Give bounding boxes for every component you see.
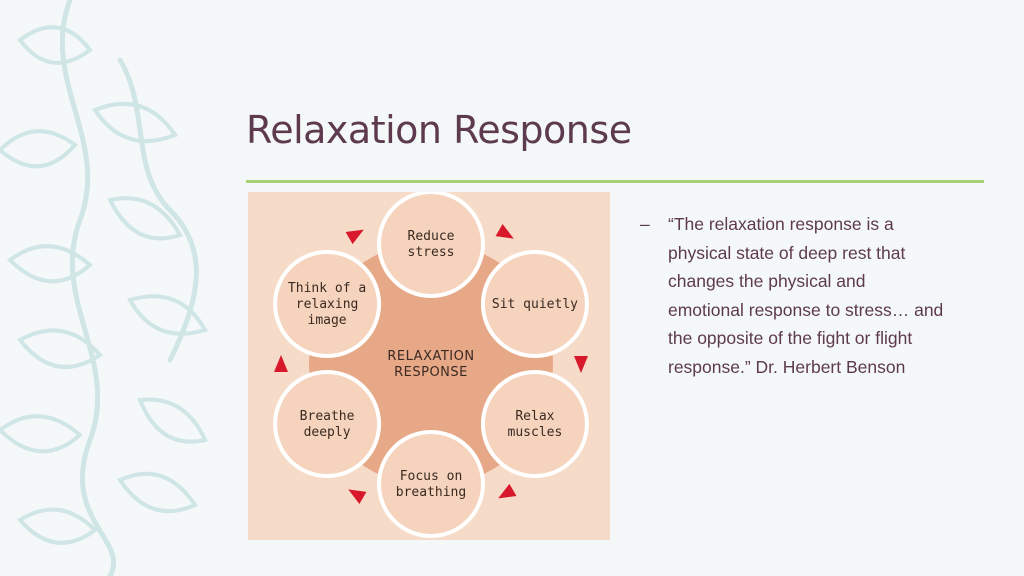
node-think-of-a-relaxing-image-label: image [308,313,347,328]
node-breathe-deeply-label: Breathe [300,409,355,424]
node-reduce-stress-label: Reduce [408,229,455,244]
node-reduce-stress-label: stress [408,245,455,260]
node-focus-on-breathing-label: Focus on [400,469,463,484]
node-relax-muscles-label: muscles [508,425,563,440]
node-sit-quietly-circle [480,250,589,358]
center-label-line-1: RELAXATION [387,349,474,364]
node-relax-muscles-circle [480,370,589,478]
cycle-arrows [274,224,588,504]
node-breathe-deeply-label: deeply [304,425,351,440]
node-relax-muscles-label: Relax [515,409,554,424]
cycle-arrow-icon [345,229,364,245]
node-focus-on-breathing-label: breathing [396,485,466,500]
center-label-line-2: RESPONSE [394,365,468,380]
node-focus-on-breathing-circle [377,430,485,538]
node-sit-quietly-label: Sit quietly [492,297,578,312]
quote-bullet: – [640,214,650,234]
slide-title: Relaxation Response [246,108,632,152]
node-think-of-a-relaxing-image-label: Think of a [288,281,366,296]
leaf-vine-decoration [0,0,208,576]
cycle-arrow-icon [495,224,514,239]
node-reduce-stress-circle [377,192,485,298]
node-think-of-a-relaxing-image-circle [273,250,382,358]
node-sit-quietly: Sit quietly [480,250,589,358]
cycle-arrow-icon [574,356,588,373]
benson-quote: “The relaxation response is a physical s… [668,214,944,377]
title-divider [246,180,984,183]
cycle-arrow-icon [498,483,517,499]
node-breathe-deeply-circle [273,370,382,478]
node-think-of-a-relaxing-image-label: relaxing [296,297,359,312]
cycle-arrow-icon [348,489,367,504]
cycle-arrow-icon [274,355,288,372]
